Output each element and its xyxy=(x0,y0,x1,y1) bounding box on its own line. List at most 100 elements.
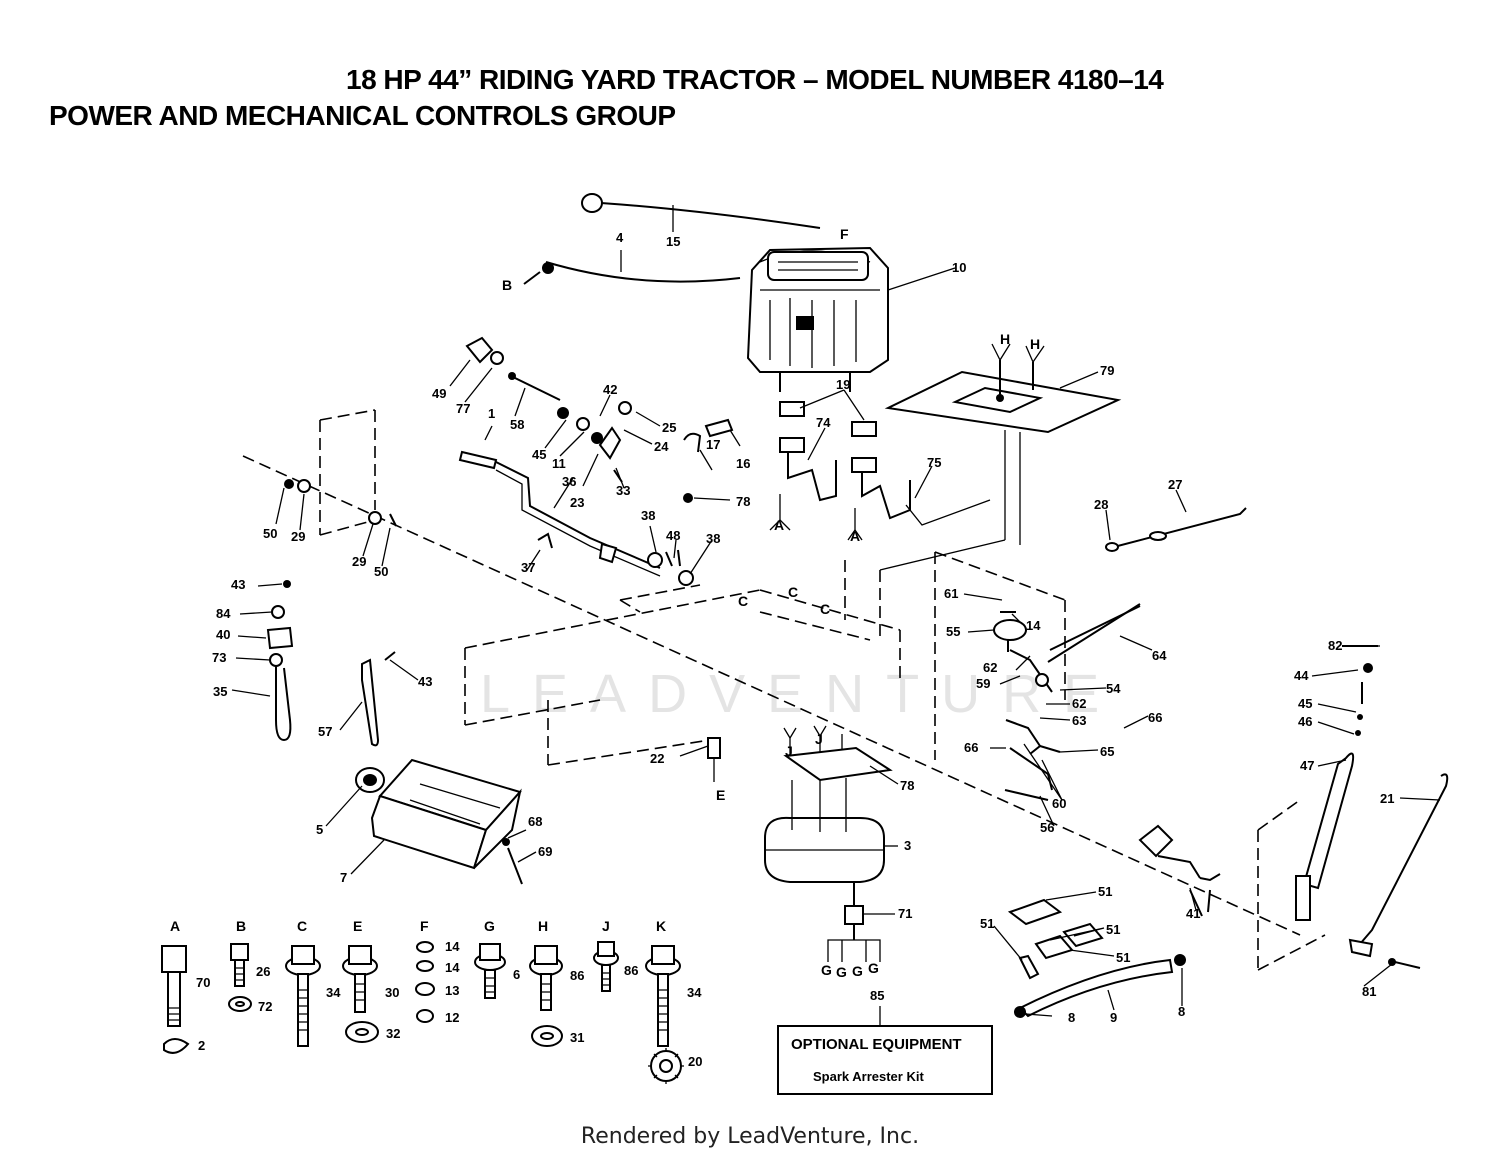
callout-29-mid: 29 xyxy=(352,554,366,569)
callout-51-b: 51 xyxy=(1106,922,1120,937)
letter-b: B xyxy=(502,277,512,293)
nut-stack-f xyxy=(415,941,435,1023)
diagram-title-model: 18 HP 44” RIDING YARD TRACTOR – MODEL NU… xyxy=(346,64,1164,95)
letter-c-1: C xyxy=(738,593,748,609)
callout-45-right: 45 xyxy=(1298,696,1312,711)
hdr-a: A xyxy=(170,918,180,934)
optional-title: OPTIONAL EQUIPMENT xyxy=(791,1036,962,1053)
callout-4: 4 xyxy=(616,230,624,245)
callout-50-mid: 50 xyxy=(374,564,388,579)
callout-61: 61 xyxy=(944,586,958,601)
callout-48: 48 xyxy=(666,528,680,543)
hdr-b: B xyxy=(236,918,246,934)
chassis-frame xyxy=(242,409,1326,971)
callout-57: 57 xyxy=(318,724,332,739)
callout-78-top: 78 xyxy=(736,494,750,509)
letter-e: E xyxy=(716,787,725,803)
callout-33: 33 xyxy=(616,483,630,498)
callout-36: 36 xyxy=(562,474,576,489)
callout-2: 2 xyxy=(198,1038,205,1053)
letter-j-2: J xyxy=(815,731,823,747)
callout-62-a: 62 xyxy=(983,660,997,675)
callout-9: 9 xyxy=(1110,1010,1117,1025)
optional-equipment-box: 85 OPTIONAL EQUIPMENT Spark Arrester Kit xyxy=(777,988,993,1095)
throttle-cable xyxy=(523,193,821,285)
callout-86-h: 86 xyxy=(570,968,584,983)
callout-81: 81 xyxy=(1362,984,1376,999)
callout-23: 23 xyxy=(570,495,584,510)
callout-14-right: 14 xyxy=(1026,618,1041,633)
callout-72: 72 xyxy=(258,999,272,1014)
callout-38-a: 38 xyxy=(641,508,655,523)
foot-pedal xyxy=(1295,645,1449,969)
left-side-hardware xyxy=(266,479,397,747)
callout-63: 63 xyxy=(1072,713,1086,728)
letter-a-2: A xyxy=(850,528,860,544)
callout-41: 41 xyxy=(1186,906,1200,921)
callout-31: 31 xyxy=(570,1030,584,1045)
callout-30: 30 xyxy=(385,985,399,1000)
callout-66-right: 66 xyxy=(1148,710,1162,725)
hdr-e: E xyxy=(353,918,362,934)
callout-25: 25 xyxy=(662,420,676,435)
hdr-c: C xyxy=(297,918,307,934)
callout-56: 56 xyxy=(1040,820,1054,835)
letter-g-3: G xyxy=(852,963,863,979)
callout-21: 21 xyxy=(1380,791,1394,806)
hdr-f: F xyxy=(420,918,429,934)
callout-14-b: 14 xyxy=(445,960,460,975)
callout-35: 35 xyxy=(213,684,227,699)
callout-20: 20 xyxy=(688,1054,702,1069)
callout-73: 73 xyxy=(212,650,226,665)
callout-43-mid: 43 xyxy=(418,674,432,689)
callout-5: 5 xyxy=(316,822,323,837)
callout-74: 74 xyxy=(816,415,831,430)
callout-55: 55 xyxy=(946,624,960,639)
optional-item: Spark Arrester Kit xyxy=(813,1069,924,1084)
callout-79: 79 xyxy=(1100,363,1114,378)
callout-8-a: 8 xyxy=(1068,1010,1075,1025)
callout-62-b: 62 xyxy=(1072,696,1086,711)
callout-54: 54 xyxy=(1106,681,1121,696)
callout-45: 45 xyxy=(532,447,546,462)
letter-h-2: H xyxy=(1030,336,1040,352)
letter-f: F xyxy=(840,226,849,242)
heat-shield-plate xyxy=(879,343,1122,571)
callout-43-left: 43 xyxy=(231,577,245,592)
letter-c-3: C xyxy=(820,601,830,617)
watermark-text: LEADVENTURE xyxy=(480,664,1121,724)
callout-8-b: 8 xyxy=(1178,1004,1185,1019)
callout-1: 1 xyxy=(488,406,495,421)
engine xyxy=(746,246,889,392)
belt-and-pads xyxy=(1007,898,1186,1018)
bolt-g xyxy=(474,943,506,999)
callout-64: 64 xyxy=(1152,648,1167,663)
callout-49: 49 xyxy=(432,386,446,401)
bolt-k xyxy=(645,945,684,1084)
callout-10: 10 xyxy=(952,260,966,275)
footer-credit: Rendered by LeadVenture, Inc. xyxy=(580,1124,920,1149)
callout-17: 17 xyxy=(706,437,720,452)
callout-40: 40 xyxy=(216,627,230,642)
bolt-h xyxy=(529,945,563,1047)
callout-70: 70 xyxy=(196,975,210,990)
callout-69: 69 xyxy=(538,844,552,859)
callout-34-k: 34 xyxy=(687,985,702,1000)
callout-78-mid: 78 xyxy=(900,778,914,793)
callout-75: 75 xyxy=(927,455,941,470)
callout-22: 22 xyxy=(650,751,664,766)
control-rods xyxy=(1047,507,1247,663)
letter-g-1: G xyxy=(821,962,832,978)
letter-g-4: G xyxy=(868,960,879,976)
callout-34-c: 34 xyxy=(326,985,341,1000)
throttle-control-cluster xyxy=(458,336,734,586)
bolt-e xyxy=(342,945,379,1043)
exhaust-pipes xyxy=(769,401,991,541)
hdr-j: J xyxy=(602,918,610,934)
callout-84: 84 xyxy=(216,606,231,621)
callout-59: 59 xyxy=(976,676,990,691)
callout-7: 7 xyxy=(340,870,347,885)
callout-47: 47 xyxy=(1300,758,1314,773)
callout-86-j: 86 xyxy=(624,963,638,978)
